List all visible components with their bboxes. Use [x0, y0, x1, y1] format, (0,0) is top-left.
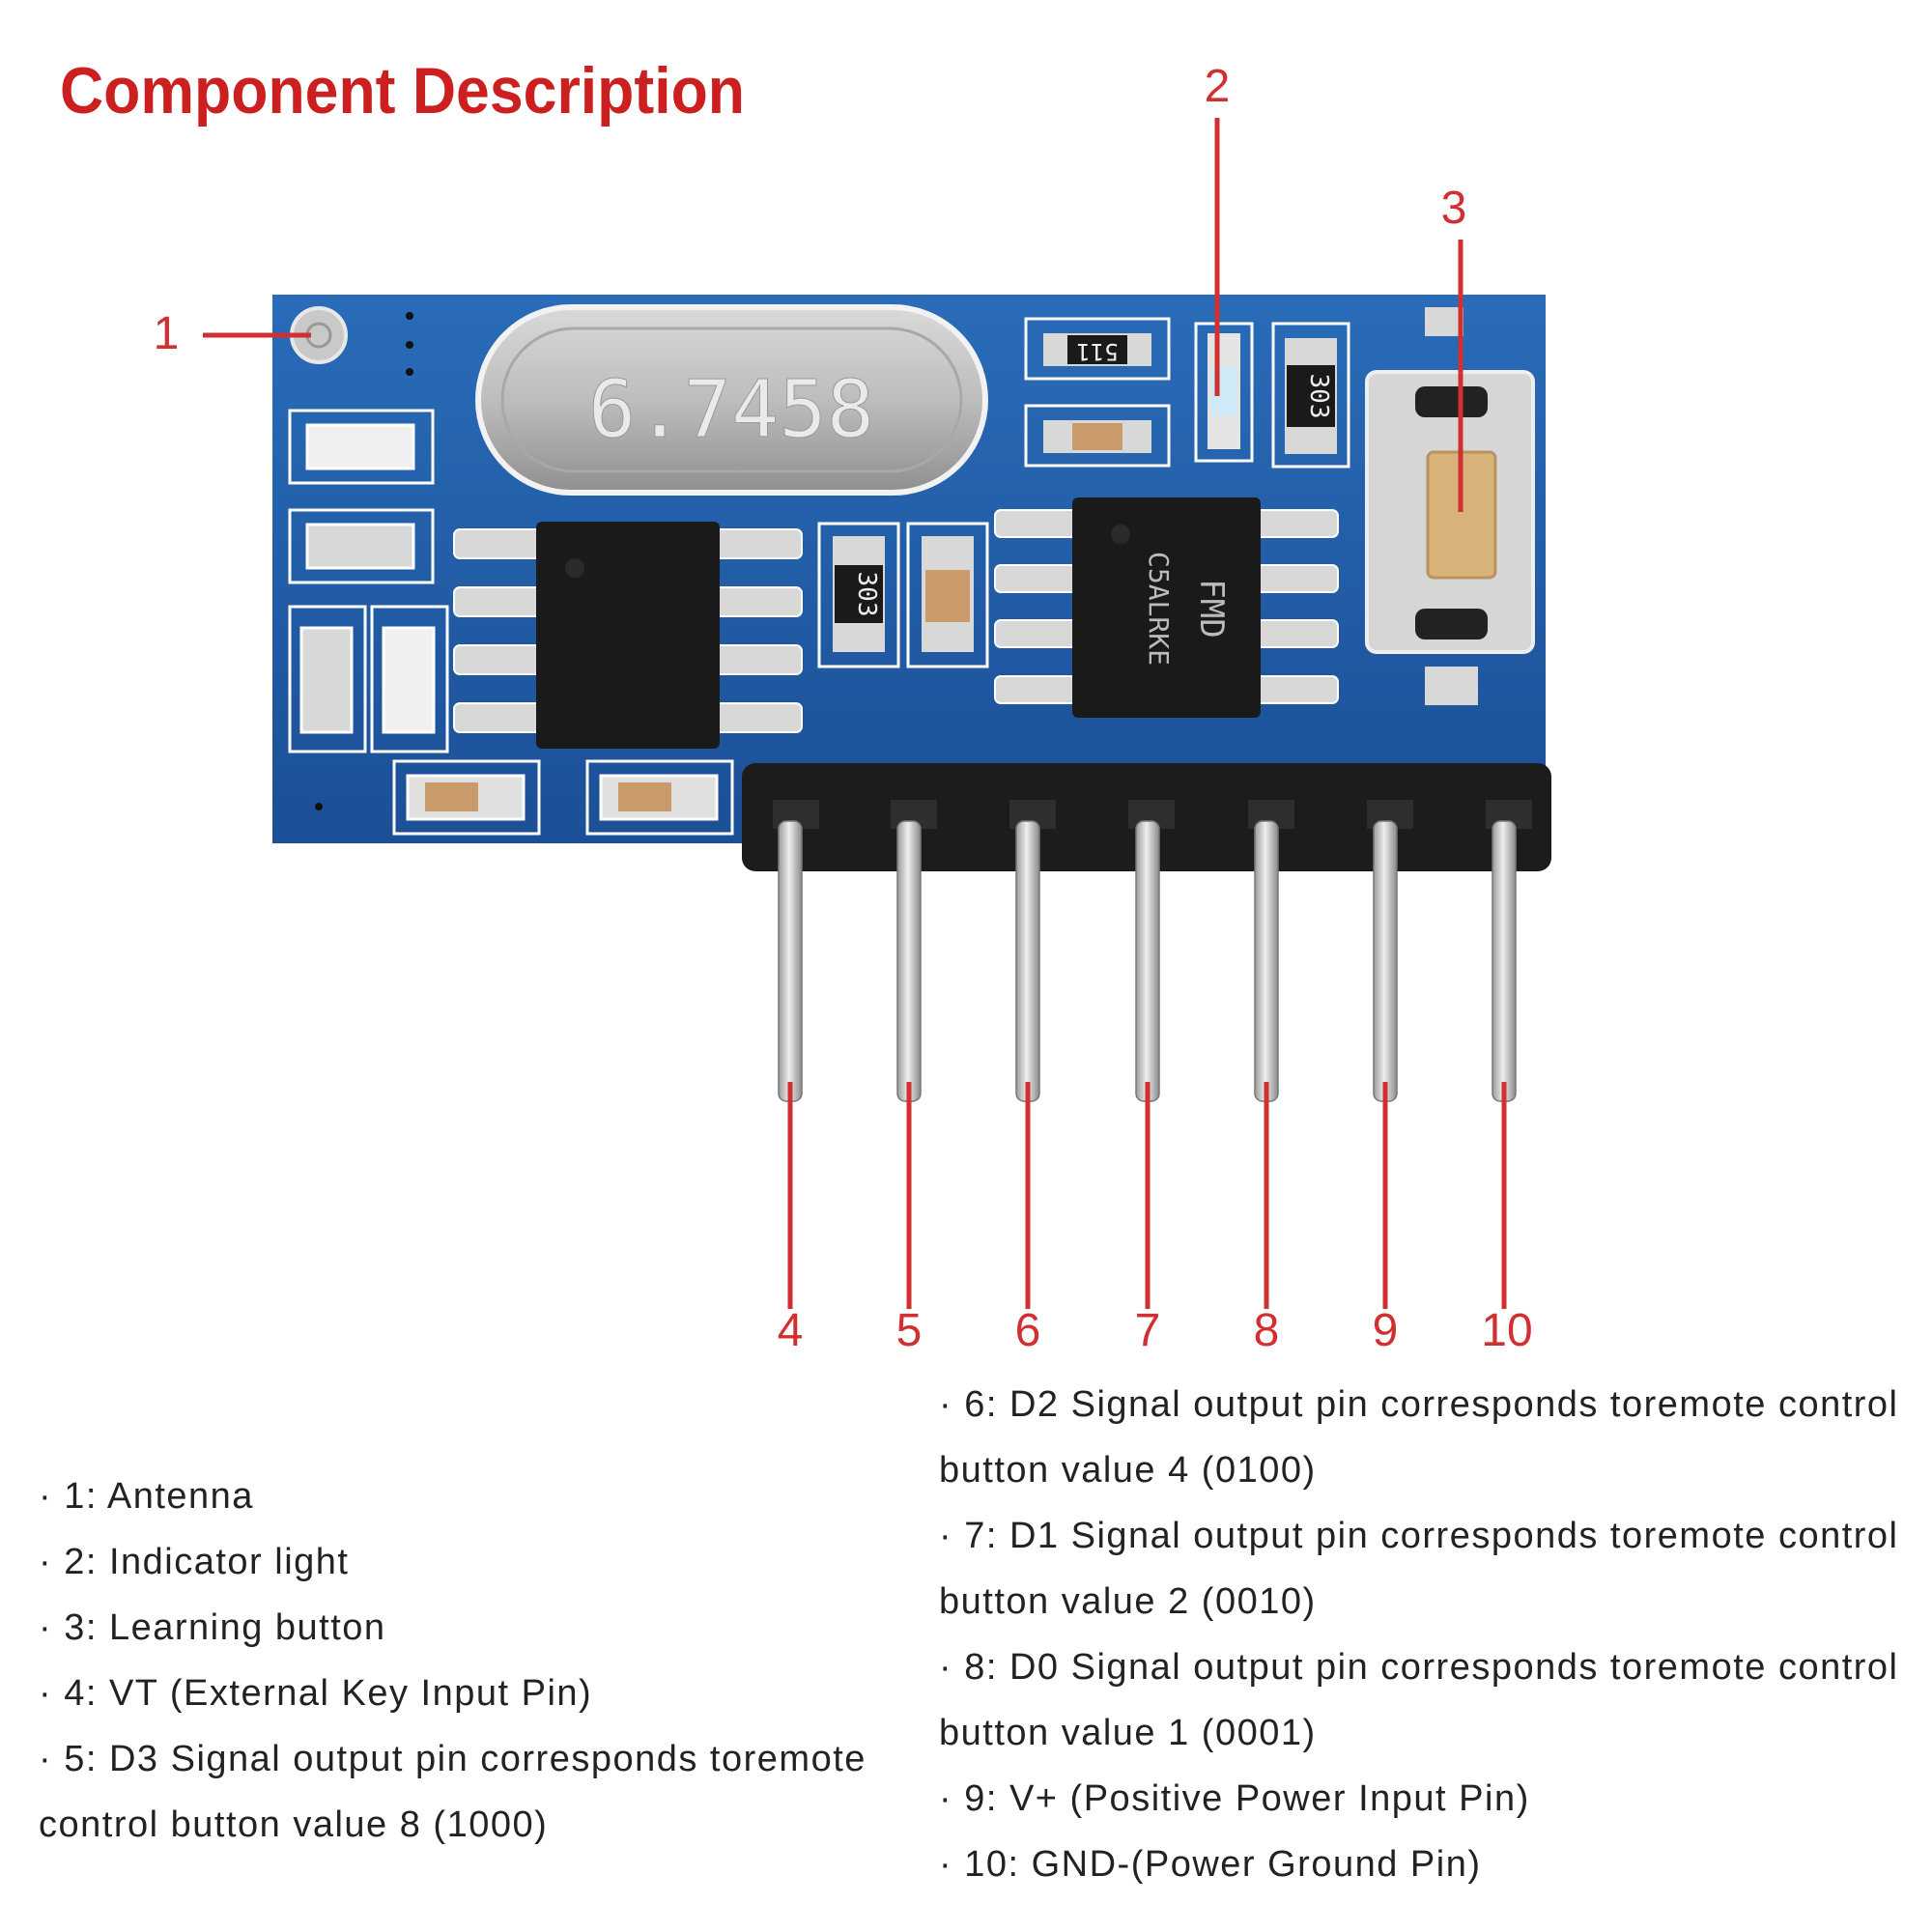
- description-item-10: · 10: GND-(Power Ground Pin): [939, 1844, 1482, 1885]
- crystal-marking: 6.7458: [588, 364, 874, 456]
- callout-10: 10: [1481, 1305, 1533, 1356]
- callout-lines: [203, 118, 1507, 1309]
- right-description-list: · 6: D2 Signal output pin corresponds to…: [939, 1372, 1915, 1897]
- crystal-oscillator: 6.7458: [475, 304, 988, 496]
- pin-8: [1254, 820, 1279, 1102]
- callout-7: 7: [1134, 1305, 1161, 1356]
- resistor-mid-marking: 303: [852, 572, 881, 617]
- pin-5: [896, 820, 922, 1102]
- callout-3: 3: [1440, 183, 1467, 234]
- callout-4: 4: [777, 1305, 804, 1356]
- description-item-5: · 5: D3 Signal output pin corresponds to…: [39, 1739, 867, 1845]
- description-item-9: · 9: V+ (Positive Power Input Pin): [939, 1778, 1530, 1819]
- top-right-smd-components: 511 303: [1024, 317, 1350, 469]
- callout-2: 2: [1204, 61, 1231, 112]
- pin-7: [1135, 820, 1160, 1102]
- description-item-1: · 1: Antenna: [39, 1476, 254, 1517]
- decoder-chip: FMD C5ALRKE: [994, 497, 1339, 718]
- left-description-list: · 1: Antenna · 2: Indicator light · 3: L…: [39, 1463, 927, 1858]
- callout-5: 5: [895, 1305, 923, 1356]
- page-title: Component Description: [60, 54, 746, 128]
- learning-button: [1365, 307, 1535, 705]
- left-smd-components: [288, 409, 734, 836]
- decoder-chip-marking-2: C5ALRKE: [1143, 552, 1175, 666]
- callout-8: 8: [1253, 1305, 1280, 1356]
- middle-smd-components: 303: [817, 522, 989, 668]
- receiver-chip: [453, 522, 803, 749]
- indicator-led: [1194, 322, 1254, 463]
- description-item-4: · 4: VT (External Key Input Pin): [39, 1673, 593, 1714]
- description-item-3: · 3: Learning button: [39, 1607, 386, 1648]
- description-item-2: · 2: Indicator light: [39, 1542, 350, 1582]
- callout-9: 9: [1372, 1305, 1399, 1356]
- pin-10: [1492, 820, 1517, 1102]
- header-pins: [778, 820, 1517, 1102]
- pin-4: [778, 820, 803, 1102]
- decoder-chip-marking-1: FMD: [1192, 579, 1231, 638]
- callout-6: 6: [1014, 1305, 1041, 1356]
- description-item-8: · 8: D0 Signal output pin corresponds to…: [939, 1647, 1899, 1753]
- pin-9: [1373, 820, 1398, 1102]
- description-item-7: · 7: D1 Signal output pin corresponds to…: [939, 1516, 1899, 1622]
- description-item-6: · 6: D2 Signal output pin corresponds to…: [939, 1384, 1899, 1491]
- callout-1: 1: [153, 308, 180, 359]
- pin-6: [1015, 820, 1040, 1102]
- resistor-top-marking: 511: [1076, 338, 1118, 365]
- resistor-right-marking: 303: [1304, 374, 1333, 419]
